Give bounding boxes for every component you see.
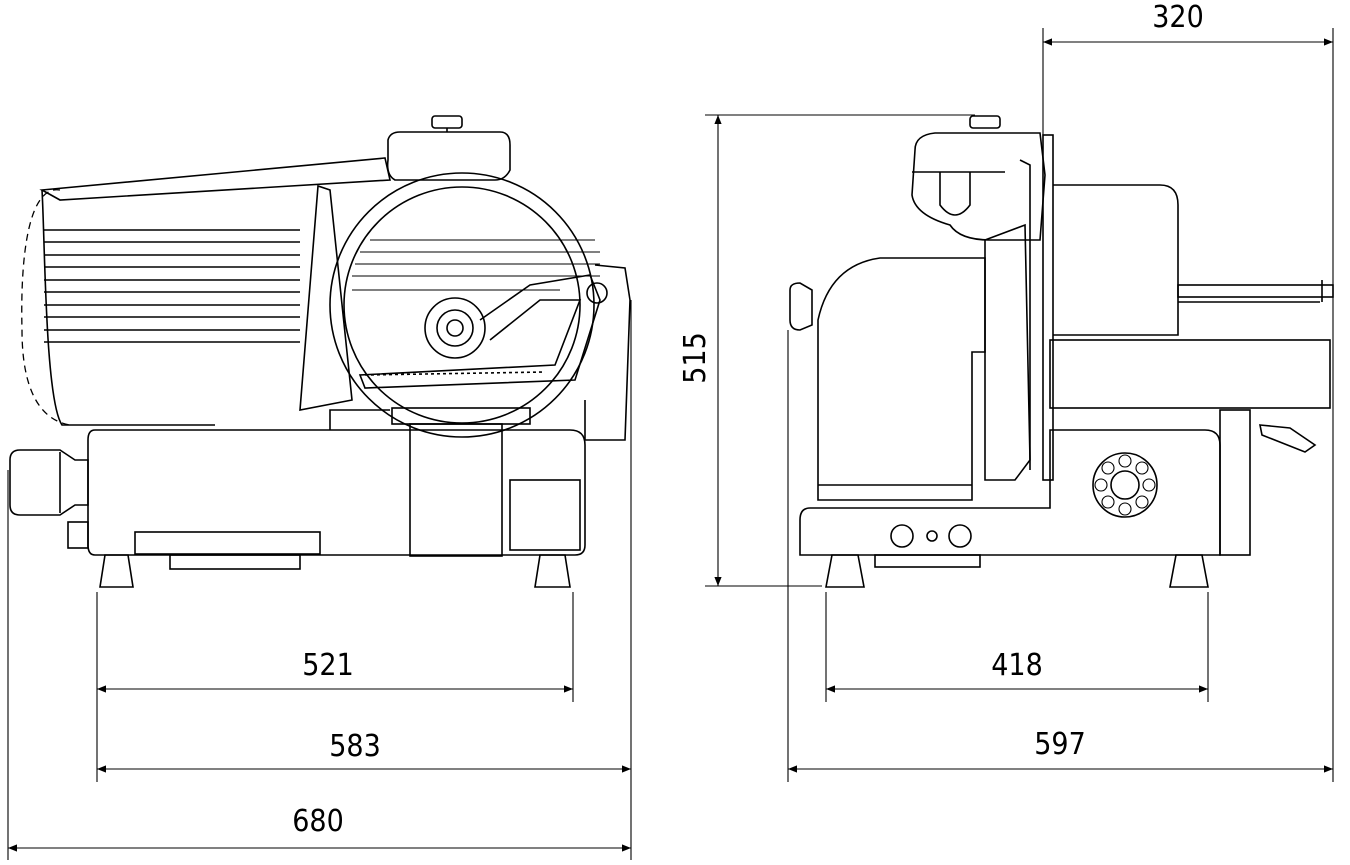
dimension-515: 515 (678, 115, 722, 586)
dimension-label: 583 (329, 729, 381, 764)
dimension-label: 515 (678, 332, 713, 384)
dimension-label: 521 (302, 648, 354, 683)
dimension-label: 320 (1152, 0, 1204, 35)
dimension-320: 320 (1043, 0, 1333, 46)
dimension-597: 597 (788, 727, 1333, 773)
dimension-680: 680 (8, 804, 631, 852)
dimension-label: 418 (991, 648, 1043, 683)
dimension-583: 583 (97, 729, 631, 773)
dimension-label: 680 (292, 804, 344, 839)
dimension-521: 521 (97, 648, 573, 693)
side-view-machine (9, 115, 631, 588)
dimension-label: 597 (1034, 727, 1086, 762)
dimension-418: 418 (826, 648, 1208, 693)
extension-lines (7, 28, 1334, 860)
front-view-machine (789, 115, 1334, 588)
